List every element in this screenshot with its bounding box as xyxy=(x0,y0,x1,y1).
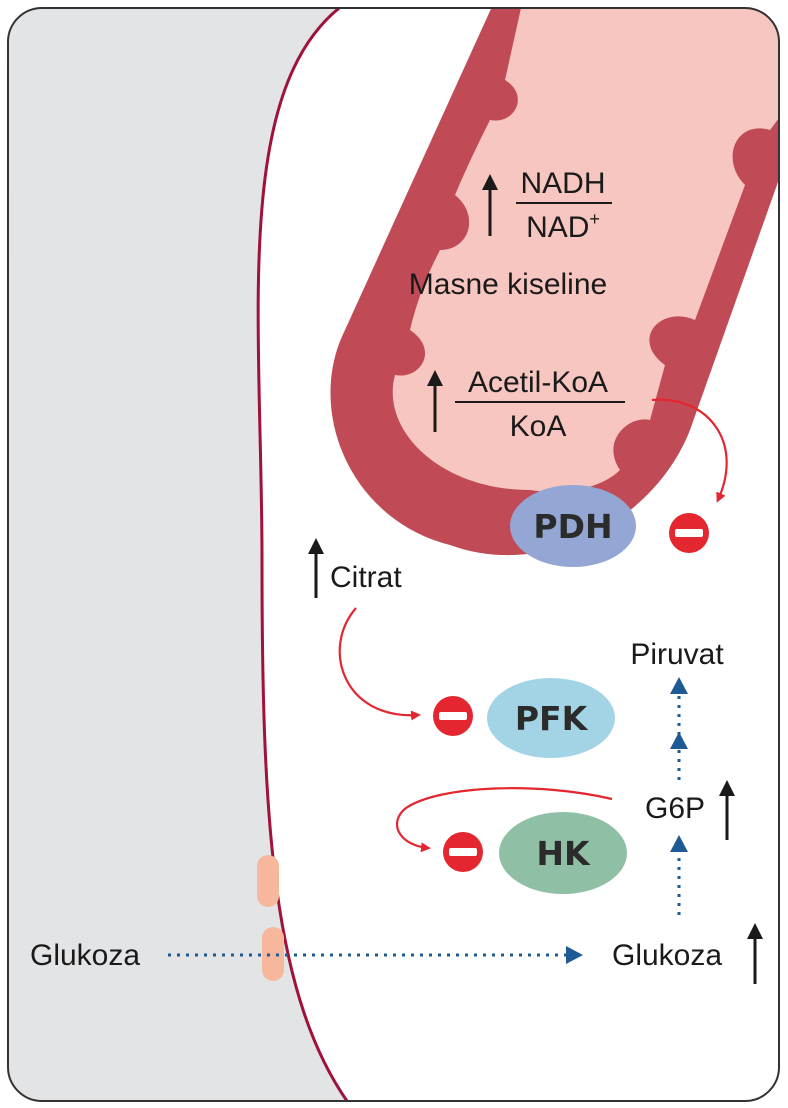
cell-membrane xyxy=(256,8,354,1101)
frame-border xyxy=(7,7,780,1102)
glucose-inside-label: Glukoza xyxy=(612,939,722,972)
nadh-denominator-group: NAD+ xyxy=(526,209,600,244)
pdh-inhibition-icon xyxy=(669,513,709,553)
flux-arrow-icon xyxy=(670,677,688,694)
citrate-inhibits-pfk-arrow xyxy=(338,607,421,721)
pfk-label: PFK xyxy=(515,699,589,738)
nadh-numerator: NADH xyxy=(520,167,605,200)
glucose-transporter-lower xyxy=(262,927,284,981)
acetylcoa-ratio: Acetil-KoA KoA xyxy=(427,366,625,443)
acetylcoa-numerator: Acetil-KoA xyxy=(468,366,608,399)
acetylcoa-inhibits-pdh-arrow xyxy=(651,398,728,503)
mitochondrion xyxy=(330,8,779,555)
flux-arrow-icon xyxy=(566,946,583,964)
up-arrow-icon-head xyxy=(482,174,498,190)
nadh-ratio: NADH NAD+ xyxy=(482,167,612,244)
pdh-enzyme xyxy=(510,485,636,567)
up-arrow-icon-head xyxy=(747,923,763,939)
up-arrow-icon-head xyxy=(719,780,735,796)
up-arrow-icon-head xyxy=(427,370,443,386)
glycolysis-flux xyxy=(168,677,688,964)
mitochondrion-matrix xyxy=(392,8,779,492)
pdh-label: PDH xyxy=(533,507,612,546)
hk-inhibition-icon xyxy=(443,832,483,872)
fatty-acids-label: Masne kiseline xyxy=(409,268,607,301)
extracellular-space xyxy=(8,8,352,1101)
glucose-transporter-upper xyxy=(257,855,279,907)
up-arrow-icon-head xyxy=(308,538,324,554)
g6p-label: G6P xyxy=(645,792,705,825)
pfk-enzyme xyxy=(487,678,615,758)
pfk-inhibition-icon xyxy=(433,696,473,736)
hk-label: HK xyxy=(536,834,591,873)
nadh-denominator: NAD xyxy=(526,211,589,244)
citrate-label: Citrat xyxy=(330,561,402,594)
pyruvate-label: Piruvat xyxy=(630,638,724,671)
g6p-inhibits-hk-arrow xyxy=(395,787,613,853)
acetylcoa-denominator: KoA xyxy=(510,410,567,443)
nadh-denominator-sup: + xyxy=(589,209,600,229)
flux-arrow-icon xyxy=(670,835,688,852)
hk-enzyme xyxy=(499,812,627,894)
glucose-outside-label: Glukoza xyxy=(30,939,140,972)
flux-arrow-icon xyxy=(670,732,688,749)
